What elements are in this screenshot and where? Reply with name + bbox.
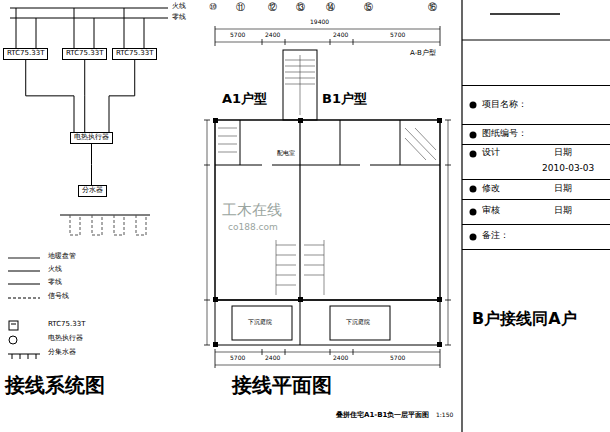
grid-axis: ⑫: [268, 3, 277, 12]
room-name: 配电室: [277, 150, 295, 156]
thermostat-box: RTC75.33T: [112, 48, 157, 60]
legend-row: 零线: [0, 278, 200, 290]
title-text: 日期: [554, 148, 572, 158]
title-text: B户接线同A户: [472, 310, 577, 328]
wire-connector: [84, 60, 85, 132]
dimension: 5700: [390, 355, 405, 361]
title-text: 修改: [482, 184, 500, 194]
node-label: 电热执行器: [74, 133, 109, 141]
drawing-title: 接线系统图: [5, 375, 105, 396]
legend-sample: [0, 252, 44, 264]
title-row: 设计 日期 2010-03-03: [462, 145, 610, 180]
room-name: 下沉庭院: [248, 319, 272, 325]
dimension: 5700: [390, 32, 405, 38]
legend-sample: [0, 292, 44, 304]
title-row: 修改 日期: [462, 180, 610, 200]
legend-text: 地暖盘管: [48, 253, 76, 261]
title-text: 图纸编号：: [482, 129, 527, 139]
wire-connector: [91, 144, 92, 185]
node-label: 分水器: [82, 186, 103, 194]
watermark: co188.com: [228, 223, 278, 232]
room-name: 下沉庭院: [346, 319, 370, 325]
title-text: 2010-03-03: [542, 164, 594, 174]
legend-text: 零线: [48, 279, 62, 287]
plan-title: 叠拼住宅A1-B1负一层平面图: [336, 412, 429, 419]
legend-row: RTC75.33T: [0, 320, 200, 332]
title-row: 备注：: [462, 225, 610, 250]
legend-text: 信号线: [48, 293, 69, 301]
unit-type: A-B户型: [410, 50, 436, 57]
dimension: 19400: [310, 19, 329, 25]
legend-row: 地暖盘管: [0, 252, 200, 264]
dimension: 2400: [333, 355, 348, 361]
unit-type: A1户型: [222, 92, 267, 106]
legend-row: 分集水器: [0, 348, 200, 360]
wire-label: 零线: [172, 14, 186, 21]
legend-sample: [0, 348, 44, 360]
legend-row: 火线: [0, 265, 200, 277]
wire-connector: [109, 60, 135, 132]
legend-sample: [0, 265, 44, 277]
wire-label: 火线: [172, 3, 186, 10]
legend-sample: [0, 320, 44, 332]
title-row: 项目名称：: [462, 85, 610, 125]
node-label: RTC75.33T: [66, 49, 103, 57]
dimension: 2400: [265, 355, 280, 361]
dimension: 5700: [230, 32, 245, 38]
thermostat-box: RTC75.33T: [62, 48, 107, 60]
legend-sample: [0, 278, 44, 290]
dimension: 2400: [333, 32, 348, 38]
actuator-box: 电热执行器: [70, 132, 113, 144]
title-text: 设计: [482, 148, 500, 158]
legend-row: 电热执行器: [0, 334, 200, 346]
legend-text: 分集水器: [48, 349, 76, 357]
dimension: 2400: [265, 32, 280, 38]
legend-text: 电热执行器: [48, 335, 83, 343]
legend-row: 信号线: [0, 292, 200, 304]
title-text: 日期: [554, 184, 572, 194]
title-text: 备注：: [482, 231, 509, 241]
drawing-title: 接线平面图: [232, 375, 332, 396]
grid-axis: ⑭: [326, 3, 335, 12]
thermostat-box: RTC75.33T: [3, 48, 48, 60]
title-text: 日期: [554, 206, 572, 216]
dimension: 5700: [230, 355, 245, 361]
grid-axis: ⑪: [236, 3, 245, 12]
title-row: 图纸编号：: [462, 125, 610, 145]
title-row: 审核 日期: [462, 200, 610, 225]
title-text: 审核: [482, 206, 500, 216]
manifold-box: 分水器: [78, 185, 107, 197]
grid-axis: ⑬: [296, 3, 305, 12]
grid-axis: ⑮: [364, 3, 373, 12]
unit-type: B1户型: [322, 92, 367, 106]
node-label: RTC75.33T: [116, 49, 153, 57]
wire-connector: [26, 60, 74, 132]
watermark: 工木在线: [222, 203, 282, 219]
legend-text: RTC75.33T: [48, 321, 85, 329]
legend-text: 火线: [48, 266, 62, 274]
scale: 1:150: [436, 412, 453, 418]
grid-axis: ⑯: [428, 3, 437, 12]
note-cell: B户接线同A户: [462, 250, 610, 432]
grid-axis: ⑩: [209, 3, 217, 12]
title-text: 项目名称：: [482, 100, 527, 110]
legend-sample: [0, 334, 44, 346]
node-label: RTC75.33T: [7, 49, 44, 57]
